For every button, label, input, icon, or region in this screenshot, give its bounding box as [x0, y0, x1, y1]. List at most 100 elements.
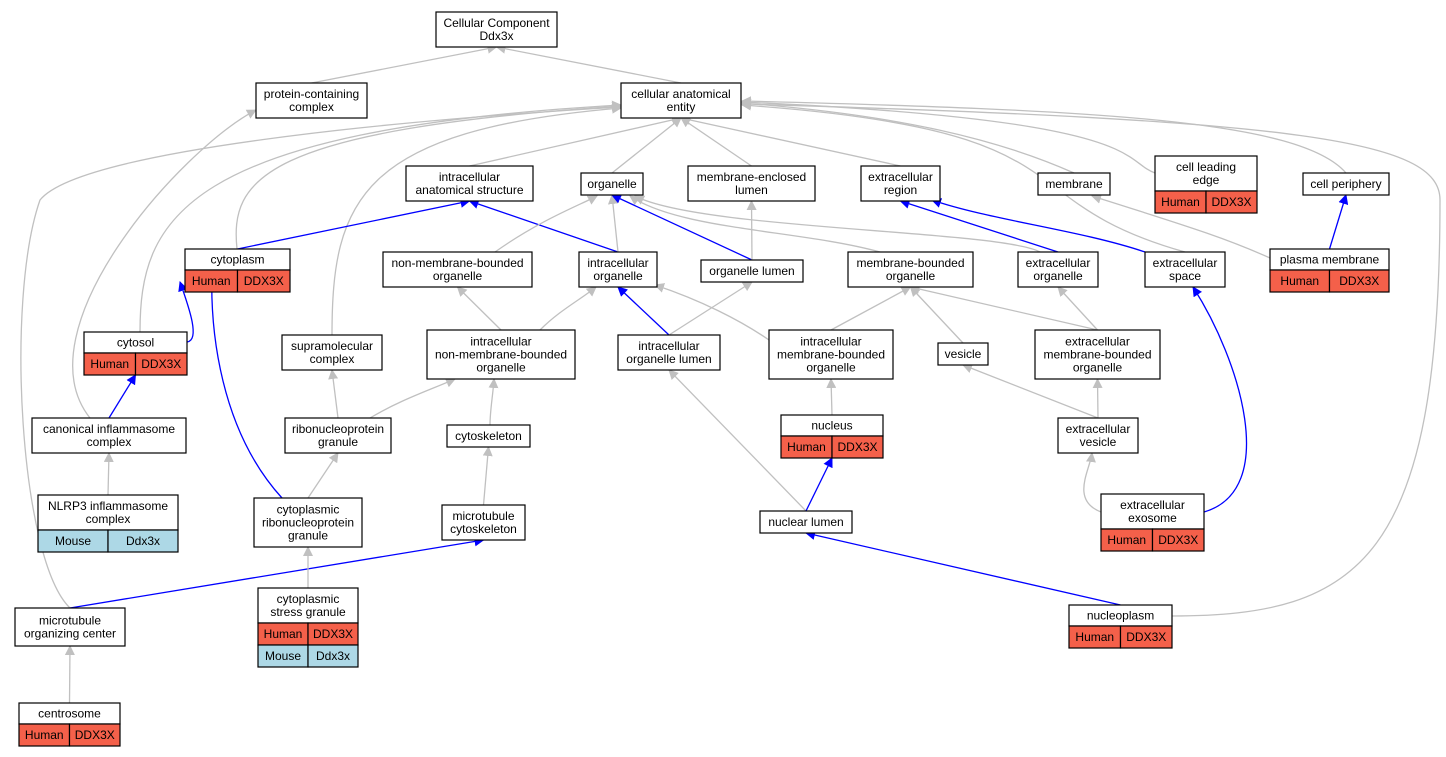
- edge-mtc-to-csk: [482, 446, 493, 506]
- node-box: [700, 259, 804, 283]
- gene-cell: [236, 269, 291, 293]
- species-label: Human: [1280, 274, 1319, 288]
- node-box: [446, 424, 531, 448]
- node-label: extracellular: [1120, 498, 1185, 512]
- edge-exs-to-exr: [931, 198, 1146, 253]
- node-box: [1302, 172, 1390, 196]
- node-label: exosome: [1128, 511, 1177, 525]
- node-label: organelle: [1033, 269, 1083, 283]
- node-label: extracellular: [868, 170, 933, 184]
- node-label: entity: [667, 100, 696, 114]
- species-label: Mouse: [55, 534, 91, 548]
- gene-label: DDX3X: [75, 728, 115, 742]
- node-box: [617, 334, 721, 371]
- node-label: protein-containing: [264, 87, 359, 101]
- node-label: intracellular: [587, 256, 648, 270]
- node-label: non-membrane-bounded: [435, 348, 567, 362]
- node-label: ribonucleoprotein: [292, 422, 384, 436]
- edge-imbo-to-mbo: [830, 286, 912, 331]
- node-label: cytoplasmic: [277, 592, 340, 606]
- node-label: complex: [310, 352, 355, 366]
- edge-cytosol-to-cae: [139, 100, 622, 333]
- node-label: nucleoplasm: [1087, 609, 1154, 623]
- node-box: [1034, 329, 1161, 380]
- node-label: intracellular: [439, 170, 500, 184]
- node-label: intracellular: [470, 335, 531, 349]
- node-label: intracellular: [638, 339, 699, 353]
- gene-cell: [1205, 190, 1258, 214]
- node-label: supramolecular: [291, 339, 373, 353]
- node-box: [1154, 155, 1258, 192]
- gene-cell: [1328, 269, 1390, 293]
- node-box: [281, 334, 383, 371]
- node-label: complex: [87, 435, 132, 449]
- node-label: vesicle: [945, 347, 982, 361]
- node-mem: membrane: [1037, 172, 1111, 196]
- node-label: membrane-bounded: [856, 256, 964, 270]
- gene-cell: [1151, 528, 1205, 552]
- edge-org-to-cae: [611, 117, 682, 174]
- edge-csk-to-inmbo: [488, 378, 499, 426]
- edge-cle-to-cae: [741, 97, 1156, 174]
- node-label: nuclear lumen: [768, 515, 843, 529]
- node-label: granule: [288, 529, 328, 543]
- node-box: [441, 504, 526, 541]
- node-label: nucleus: [811, 419, 852, 433]
- node-box: [768, 329, 894, 380]
- edge-iol-to-ol: [668, 281, 753, 336]
- node-label: membrane-bounded: [777, 348, 885, 362]
- node-ol: organelle lumen: [700, 259, 804, 283]
- edge-cyt-to-cae: [235, 101, 622, 250]
- node-nl: nuclear lumen: [759, 510, 853, 534]
- edge-cyt-to-ias: [237, 197, 471, 250]
- edge-ol-to-org: [611, 194, 753, 261]
- node-csk: cytoskeleton: [446, 424, 531, 448]
- node-box: [255, 82, 368, 119]
- node-label: organelle: [886, 269, 936, 283]
- edge-exr-to-cae: [680, 115, 901, 167]
- node-box: [31, 417, 187, 454]
- node-box: [580, 172, 644, 196]
- gene-cell: [307, 644, 359, 668]
- node-box: [759, 510, 853, 534]
- edge-mel-to-cae: [680, 117, 752, 167]
- node-label: Ddx3x: [479, 29, 513, 43]
- node-label: edge: [1193, 173, 1220, 187]
- node-label: ribonucleoprotein: [262, 516, 354, 530]
- node-label: cytoskeleton: [455, 429, 522, 443]
- edge-cic-to-pcc: [72, 109, 257, 419]
- edge-mtoc-to-cae: [20, 102, 622, 609]
- node-box: [578, 251, 658, 288]
- node-inmbo: intracellularnon-membrane-boundedorganel…: [426, 329, 576, 380]
- node-label: extracellular: [1066, 422, 1131, 436]
- edge-ol-to-mel: [746, 200, 757, 261]
- edge-exv-to-ves: [962, 363, 1099, 419]
- node-label: non-membrane-bounded: [391, 256, 523, 270]
- gene-cell: [1119, 625, 1173, 649]
- edge-ias-to-cae: [469, 115, 682, 167]
- node-box: [687, 165, 816, 202]
- node-box: [435, 11, 558, 48]
- node-label: extracellular: [1065, 335, 1130, 349]
- edge-nl-to-nuc: [805, 457, 833, 512]
- node-label: canonical inflammasome: [43, 422, 175, 436]
- edge-pcc-to-root: [311, 43, 498, 84]
- gene-cell: [831, 435, 884, 459]
- node-label: centrosome: [38, 707, 101, 721]
- node-label: stress granule: [270, 605, 346, 619]
